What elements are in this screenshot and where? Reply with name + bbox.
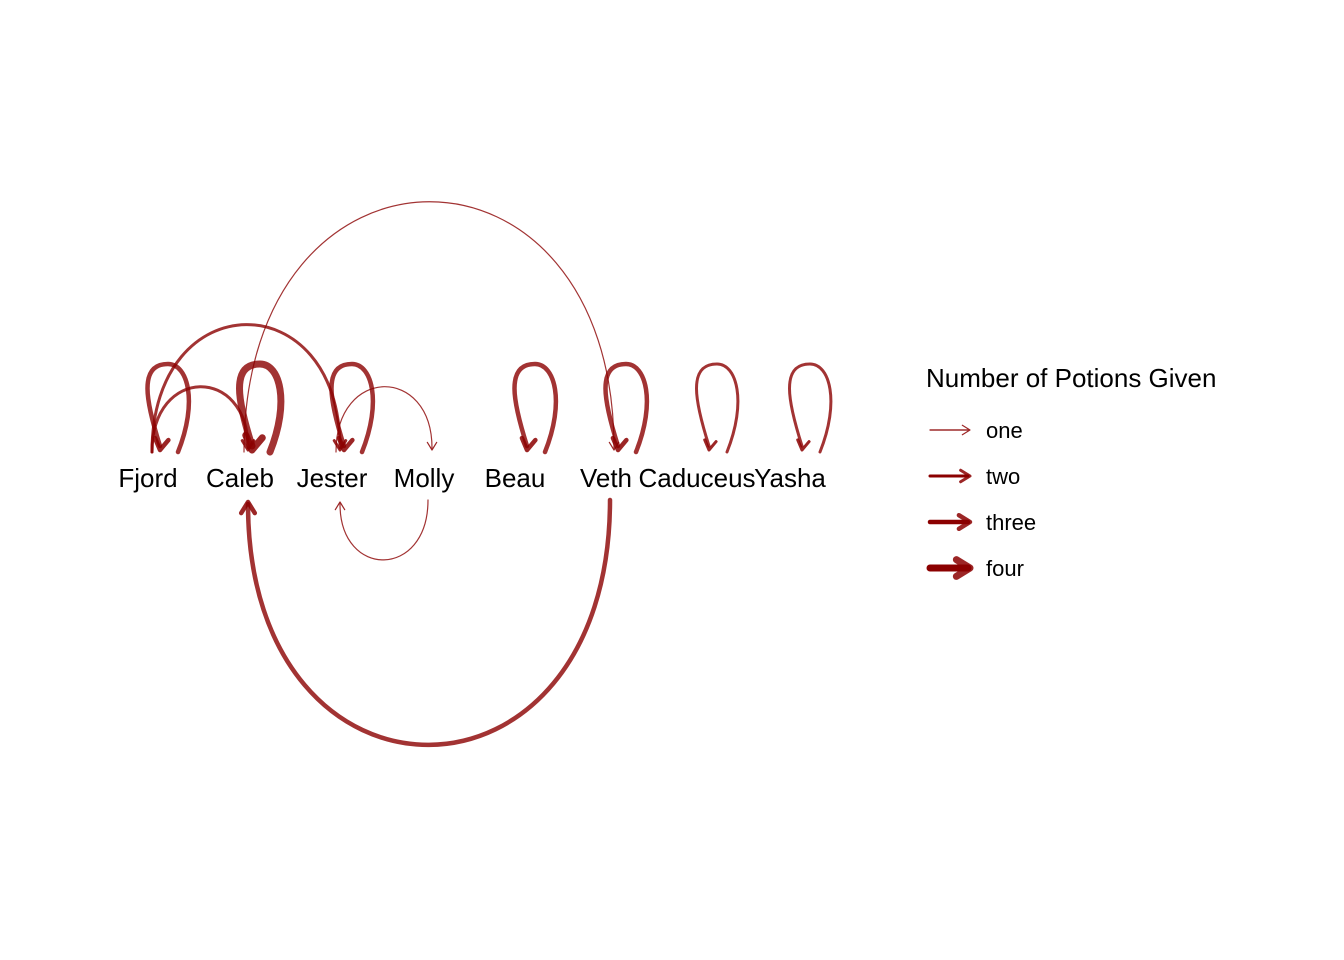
edge-arrowhead bbox=[796, 438, 811, 452]
edge-arrowhead bbox=[242, 431, 266, 454]
legend-arrowhead bbox=[956, 512, 973, 532]
legend-item-label: three bbox=[986, 510, 1036, 535]
edge-arc bbox=[512, 361, 559, 455]
edge-arc bbox=[603, 361, 650, 455]
edge-arc bbox=[339, 499, 429, 561]
edge-caleb-to-caleb bbox=[236, 360, 285, 456]
edge-arc bbox=[236, 360, 285, 456]
node-label-caleb: Caleb bbox=[206, 463, 274, 493]
node-label-caduceus: Caduceus bbox=[638, 463, 755, 493]
edges-layer bbox=[145, 201, 833, 748]
legend-item-four: four bbox=[926, 556, 1024, 581]
legend-item-label: one bbox=[986, 418, 1023, 443]
edge-jester-to-jester bbox=[329, 361, 376, 455]
legend-item-two: two bbox=[928, 464, 1020, 489]
legend-item-label: two bbox=[986, 464, 1020, 489]
edge-jester-to-molly bbox=[335, 386, 438, 453]
edge-veth-to-veth bbox=[603, 361, 650, 455]
edge-yasha-to-yasha bbox=[788, 362, 833, 454]
legend-arrowhead bbox=[961, 424, 971, 436]
legend-arrowhead bbox=[959, 468, 972, 484]
edge-caleb-to-veth bbox=[243, 201, 620, 453]
node-label-veth: Veth bbox=[580, 463, 632, 493]
edge-fjord-to-fjord bbox=[145, 361, 192, 455]
edge-arrowhead bbox=[238, 499, 258, 516]
edge-arrowhead bbox=[152, 435, 171, 453]
legend-item-label: four bbox=[986, 556, 1024, 581]
edge-caduceus-to-caduceus bbox=[695, 362, 740, 454]
legend-item-one: one bbox=[929, 418, 1023, 443]
edge-arc bbox=[788, 362, 833, 454]
legend-arrowhead bbox=[952, 556, 974, 580]
edge-arc bbox=[335, 386, 433, 453]
edge-arrowhead bbox=[336, 435, 355, 453]
node-label-yasha: Yasha bbox=[754, 463, 826, 493]
edge-arrowhead bbox=[610, 435, 629, 453]
legend-item-three: three bbox=[927, 510, 1036, 535]
edge-molly-to-jester bbox=[334, 499, 429, 561]
edge-arrowhead bbox=[519, 435, 538, 453]
node-label-molly: Molly bbox=[394, 463, 455, 493]
edge-arrowhead bbox=[334, 501, 346, 511]
edge-arrowhead bbox=[703, 438, 718, 452]
node-label-fjord: Fjord bbox=[118, 463, 177, 493]
node-label-beau: Beau bbox=[485, 463, 546, 493]
legend: Number of Potions Given one two three four bbox=[926, 363, 1216, 581]
edge-arc bbox=[329, 361, 376, 455]
edge-arc bbox=[243, 201, 615, 453]
legend-items: one two three four bbox=[926, 418, 1036, 581]
node-label-jester: Jester bbox=[297, 463, 368, 493]
edge-arrowhead bbox=[426, 441, 438, 451]
edge-arc bbox=[145, 361, 192, 455]
edge-veth-to-caleb bbox=[238, 497, 613, 748]
edge-beau-to-beau bbox=[512, 361, 559, 455]
edge-arc bbox=[695, 362, 740, 454]
legend-title: Number of Potions Given bbox=[926, 363, 1216, 393]
edge-arc bbox=[245, 497, 613, 748]
